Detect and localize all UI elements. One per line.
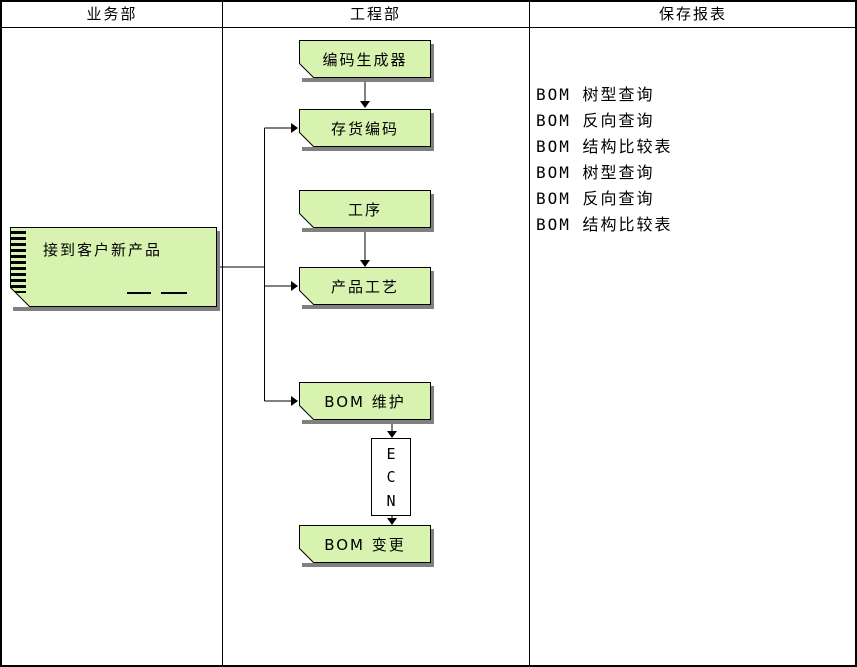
- doc-dash-line: [161, 292, 187, 294]
- report-list: BOM 树型查询 BOM 反向查询 BOM 结构比较表 BOM 树型查询 BOM…: [536, 82, 673, 238]
- node-label: 产品工艺: [330, 277, 399, 296]
- report-item[interactable]: BOM 结构比较表: [536, 137, 673, 156]
- node-label: BOM 维护: [324, 392, 406, 411]
- report-item[interactable]: BOM 树型查询: [536, 85, 655, 104]
- report-item[interactable]: BOM 反向查询: [536, 111, 655, 130]
- folded-corner-icon: [299, 405, 314, 420]
- lane-header-engineering: 工程部: [349, 5, 401, 23]
- folded-corner-icon: [299, 290, 314, 305]
- node-operation[interactable]: 工序: [299, 190, 431, 228]
- folded-corner-icon: [299, 132, 314, 147]
- folded-corner-icon: [299, 213, 314, 228]
- node-bom-maintenance[interactable]: BOM 维护: [299, 382, 431, 420]
- report-item[interactable]: BOM 反向查询: [536, 189, 655, 208]
- ecn-letter: N: [386, 491, 396, 510]
- arrowhead-into-inventory-left: [291, 123, 298, 133]
- header-underline: [2, 27, 855, 28]
- node-source-document[interactable]: 接到客户新产品: [10, 227, 217, 307]
- node-inventory-code[interactable]: 存货编码: [299, 109, 431, 147]
- lane-divider-1: [222, 2, 223, 665]
- folded-corner-icon: [10, 287, 30, 307]
- spiral-binding-icon: [11, 231, 26, 293]
- ecn-letter: E: [386, 444, 396, 463]
- arrowhead-into-bommaint-left: [291, 396, 298, 406]
- node-label: 编码生成器: [322, 50, 408, 69]
- node-product-process[interactable]: 产品工艺: [299, 267, 431, 305]
- node-label: 工序: [347, 200, 382, 219]
- report-item[interactable]: BOM 结构比较表: [536, 215, 673, 234]
- arrowhead-into-process-left: [291, 281, 298, 291]
- source-document-label: 接到客户新产品: [43, 241, 163, 259]
- arrowhead-into-inventory-top: [360, 101, 370, 108]
- node-label: 存货编码: [330, 119, 399, 138]
- node-label: BOM 变更: [324, 535, 406, 554]
- folded-corner-icon: [299, 548, 314, 563]
- arrowhead-into-process-top: [360, 260, 370, 267]
- lane-header-business: 业务部: [86, 5, 138, 23]
- lane-header-reports: 保存报表: [658, 5, 727, 23]
- doc-dash-line: [127, 292, 151, 294]
- arrowhead-into-ecn: [387, 431, 397, 438]
- node-code-generator[interactable]: 编码生成器: [299, 40, 431, 78]
- report-item[interactable]: BOM 树型查询: [536, 163, 655, 182]
- lane-divider-2: [529, 2, 530, 665]
- ecn-label-box: E C N: [371, 438, 411, 516]
- folded-corner-icon: [299, 63, 314, 78]
- arrowhead-into-bomchange: [387, 518, 397, 525]
- ecn-letter: C: [386, 468, 396, 486]
- node-bom-change[interactable]: BOM 变更: [299, 525, 431, 563]
